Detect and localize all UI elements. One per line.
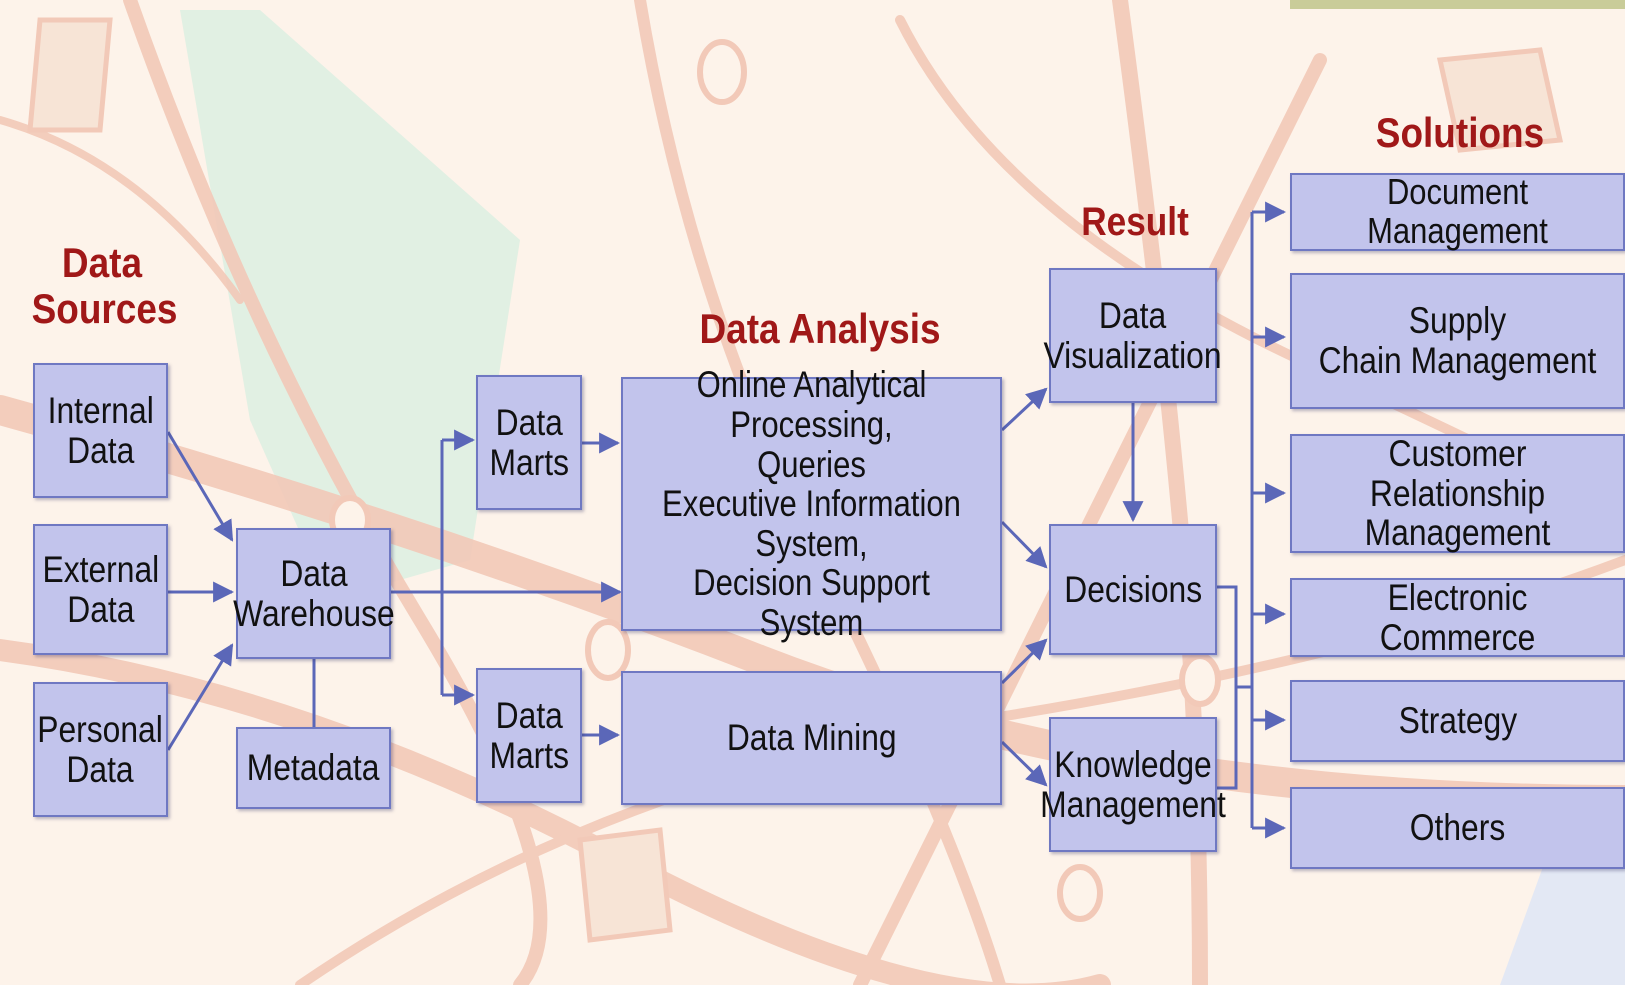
node-label: Metadata xyxy=(247,747,380,789)
node-label: Others xyxy=(1409,807,1506,849)
node-olap: Online Analytical Processing, Queries Ex… xyxy=(621,365,1002,642)
node-data-marts-top: Data Marts xyxy=(476,375,582,510)
heading-solutions: Solutions xyxy=(1375,109,1545,156)
node-label: Data Marts xyxy=(489,401,569,483)
node-label: Internal Data xyxy=(47,389,154,471)
node-customer-relationship-management: Customer Relationship Management xyxy=(1290,434,1625,553)
node-label: Personal Data xyxy=(37,708,164,790)
node-document-management: Document Management xyxy=(1290,173,1625,251)
node-label: Data Mining xyxy=(726,717,897,759)
node-data-marts-bottom: Data Marts xyxy=(476,668,582,803)
node-data-warehouse: Data Warehouse xyxy=(233,528,394,659)
node-knowledge-management: Knowledge Management xyxy=(1040,717,1226,852)
node-label: Data Marts xyxy=(489,694,569,776)
node-metadata: Metadata xyxy=(236,727,391,809)
node-label: External Data xyxy=(42,548,159,630)
node-label: Knowledge Management xyxy=(1040,743,1226,825)
node-label: Strategy xyxy=(1398,700,1517,742)
node-personal-data: Personal Data xyxy=(33,682,168,817)
node-supply-chain-management: Supply Chain Management xyxy=(1290,273,1625,409)
node-data-mining: Data Mining xyxy=(621,671,1002,805)
heading-result: Result xyxy=(1081,200,1189,244)
node-external-data: External Data xyxy=(33,524,168,655)
node-data-visualization: Data Visualization xyxy=(1044,268,1222,403)
heading-data-sources: Data Sources xyxy=(31,239,178,333)
node-label: Customer Relationship Management xyxy=(1364,433,1551,554)
node-strategy: Strategy xyxy=(1290,680,1625,762)
node-decisions: Decisions xyxy=(1049,524,1217,655)
heading-data-analysis: Data Analysis xyxy=(699,305,941,352)
node-label: Data Visualization xyxy=(1043,294,1223,376)
node-electronic-commerce: Electronic Commerce xyxy=(1290,578,1625,657)
node-label: Online Analytical Processing, Queries Ex… xyxy=(662,364,961,643)
node-label: Electronic Commerce xyxy=(1379,576,1536,658)
node-label: Document Management xyxy=(1367,171,1548,251)
node-label: Decisions xyxy=(1064,568,1202,610)
top-accent-bar xyxy=(1290,0,1625,9)
node-others: Others xyxy=(1290,787,1625,869)
node-label: Supply Chain Management xyxy=(1318,300,1597,381)
node-internal-data: Internal Data xyxy=(33,363,168,498)
node-label: Data Warehouse xyxy=(232,552,395,634)
